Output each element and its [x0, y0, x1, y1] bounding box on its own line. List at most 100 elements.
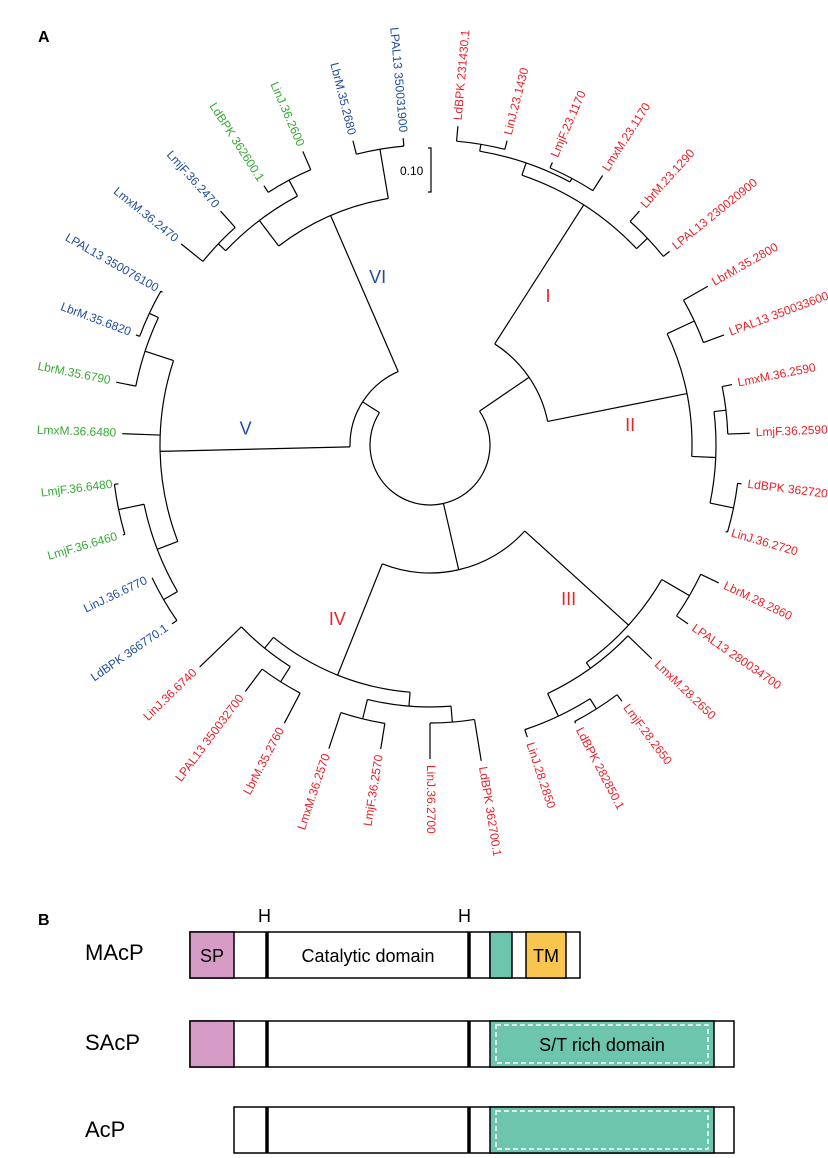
tree-arc-43 [676, 574, 702, 617]
leaf-label: LbrM.35.6820 [59, 299, 134, 338]
tree-branch-104 [220, 210, 236, 228]
tree-branch-46 [585, 662, 591, 669]
leaf-label: LbrM.35.2760 [240, 725, 287, 797]
tree-branch-67 [328, 712, 342, 749]
tree-arc-102 [202, 227, 236, 262]
tree-branch-64 [362, 699, 369, 719]
st-rich-domain-label: S/T rich domain [539, 1035, 665, 1055]
tree-branch-44 [700, 573, 720, 584]
domain-row-sacp: SAcP S/T rich domain [85, 1020, 735, 1068]
tree-branch-8 [479, 144, 482, 152]
tree-arc-71 [261, 668, 301, 694]
tree-branch-81 [163, 591, 178, 601]
tree-branch-109 [379, 149, 389, 199]
leaf-label: LmjF.23.1170 [548, 88, 589, 159]
leaf-label: LmjF.36.6480 [40, 477, 114, 500]
clade-label-v: V [240, 419, 252, 439]
tree-branch-40 [661, 579, 677, 589]
clade-label-i: I [545, 286, 550, 306]
tree-branch-101 [217, 243, 227, 252]
tree-branch-6 [521, 162, 527, 176]
leaf-label: LdBPK 362700.1 [476, 766, 504, 858]
tree-arc-50 [524, 698, 591, 731]
leaf-label: LmjF.28.2650 [621, 701, 676, 767]
tree-branch-73 [244, 668, 263, 692]
scale-bar: 0.10 [400, 147, 432, 193]
clade-label-vi: VI [369, 267, 386, 287]
clade-label-ii: II [625, 415, 635, 435]
tree-branch-20 [547, 393, 688, 423]
protein-label-acp: AcP [85, 1117, 125, 1142]
leaf-label: LPAL13 280034700 [689, 621, 784, 693]
tree-arc-78 [159, 360, 179, 542]
tree-arc-7 [479, 150, 571, 183]
tree-arc-27 [709, 411, 717, 504]
tree-branch-105 [288, 179, 299, 197]
leaf-label: LinJ.36.6740 [140, 665, 199, 723]
sp-domain [189, 1020, 235, 1068]
tree-branch-53 [616, 694, 623, 702]
leaf-label: LinJ.36.2700 [424, 765, 438, 834]
st-rich-domain [489, 1106, 715, 1154]
leaf-label: LPAL13 350031900 [387, 27, 410, 133]
tree-branch-18 [629, 210, 640, 222]
tree-branch-14 [549, 162, 553, 169]
tree-arc-37 [382, 530, 526, 574]
sp-domain-label: SP [200, 946, 224, 966]
tree-branch-15 [592, 175, 604, 191]
leaf-label: LinJ.23.1430 [501, 66, 532, 136]
tree-branch-22 [666, 320, 695, 335]
sp-domain [189, 931, 235, 979]
tree-branch-62 [473, 719, 482, 761]
leaf-label: LdBPK 231430.1 [451, 29, 473, 121]
tree-branch-77 [160, 446, 351, 452]
tree-branch-58 [408, 692, 411, 707]
tree-branch-51 [589, 698, 597, 710]
tree-branch-92 [116, 381, 136, 387]
leaf-label: LinJ.36.2600 [267, 80, 307, 149]
tree-branch-11 [504, 140, 508, 150]
tree-arc-69 [240, 626, 291, 668]
tree-arc-98 [278, 197, 389, 247]
tree-branch-32 [709, 502, 734, 509]
leaf-label: LmxM.36.2470 [111, 184, 182, 245]
leaf-label: LinJ.36.2720 [730, 526, 800, 559]
tree-branch-107 [263, 185, 269, 193]
tree-branch-87 [122, 533, 125, 536]
tree-arc-47 [547, 635, 629, 695]
leaf-label: LmxM.36.2570 [294, 752, 332, 832]
leaf-label: LbrM.28.2860 [722, 578, 795, 623]
tree-branch-2 [494, 244, 559, 345]
tree-branch-96 [160, 290, 163, 293]
leaf-label: LmjF.36.2590 [755, 423, 828, 440]
tree-arc-86 [113, 484, 126, 535]
tree-branch-48 [627, 635, 653, 660]
tm-domain-label: TM [533, 946, 559, 966]
leaf-label: LbrM.23.1290 [638, 146, 698, 211]
leaf-label: LbrM.35.6790 [37, 359, 113, 387]
leaf-label: LmxM.28.2650 [652, 657, 719, 722]
tree-branch-95 [135, 334, 140, 337]
leaf-label: LinJ.28.2850 [523, 740, 558, 810]
tree-branch-85 [118, 503, 145, 511]
tree-branch-112 [402, 138, 405, 147]
leaf-label: LdBPK 362720.1 [747, 477, 828, 502]
protein-label-sacp: SAcP [85, 1030, 140, 1055]
tree-arc-9 [456, 140, 506, 150]
leaf-label: LdBPK 282850.1 [573, 725, 628, 812]
tree-branch-35 [725, 530, 728, 533]
tree-branch-56 [337, 563, 383, 676]
leaf-label: LinJ.36.6770 [81, 573, 149, 615]
tree-branch-103 [180, 243, 204, 262]
tree-arc-23 [683, 299, 705, 343]
tree-branch-28 [713, 409, 727, 413]
tree-arc-100 [225, 195, 298, 252]
scale-bar-line [428, 147, 432, 193]
st-rich-domain-outline [495, 1024, 709, 1064]
tree-branch-79 [157, 540, 179, 550]
tree-branch-89 [122, 433, 161, 436]
tree-arc-65 [340, 711, 385, 724]
